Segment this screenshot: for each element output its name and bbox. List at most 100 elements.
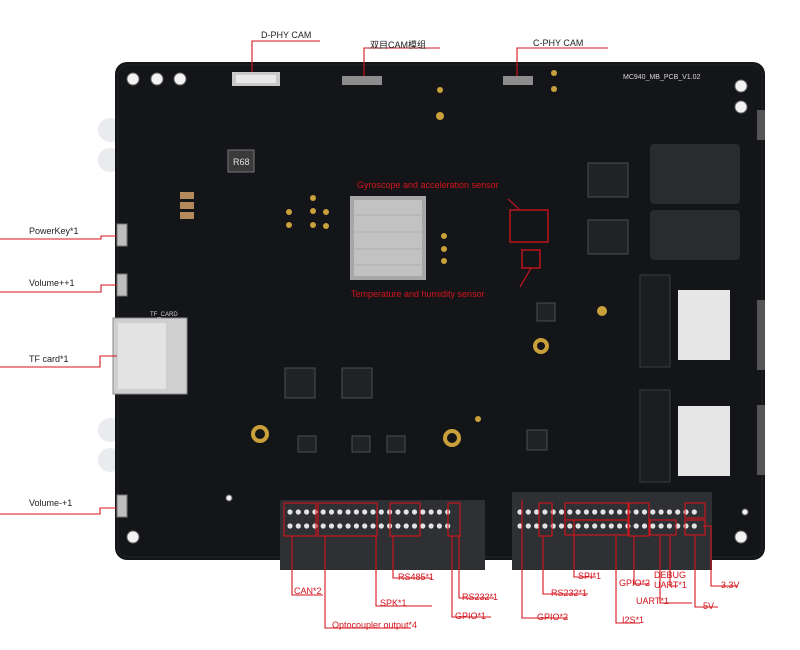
label-3v3: 3.3V (721, 580, 740, 590)
label-gpio2-b: GPIO*2 (619, 578, 651, 588)
header-pin (534, 509, 540, 515)
inductor-marking: R68 (233, 157, 250, 167)
header-pin (650, 523, 656, 529)
label-temp-sensor: Temperature and humidity sensor (351, 289, 485, 299)
header-pin (592, 523, 598, 529)
header-pin (600, 523, 606, 529)
header-pin (345, 523, 351, 529)
header-pin (428, 509, 434, 515)
header-pin (337, 523, 343, 529)
side-buttons (116, 223, 128, 518)
header-pin (411, 523, 418, 529)
header-pin (691, 509, 697, 515)
header-pin (411, 509, 418, 515)
header-pin (517, 509, 523, 515)
label-optocoupler: Optocoupler output*4 (332, 620, 418, 630)
header-pin (287, 509, 293, 515)
header-pin (575, 509, 581, 515)
label-spi: SPI*1 (578, 571, 602, 581)
header-pin (395, 523, 401, 529)
header-pin (583, 523, 590, 529)
label-i2s: I2S*1 (622, 615, 645, 625)
header-pin (395, 509, 401, 515)
header-pin (378, 523, 384, 529)
label-dual-cam: 双目CAM模组 (370, 40, 426, 50)
header-pin (328, 523, 335, 529)
header-pin (370, 509, 376, 515)
header-pin (617, 509, 623, 515)
header-pin (370, 523, 376, 529)
header-pin (403, 509, 409, 515)
large-rings (251, 338, 549, 447)
header-pin (650, 509, 656, 515)
header-pin (558, 523, 565, 529)
header-pin (295, 523, 301, 529)
header-pin (517, 523, 523, 529)
header-pin (592, 509, 598, 515)
header-pin (353, 509, 359, 515)
header-pin (567, 523, 573, 529)
label-5v: 5V (703, 601, 715, 611)
header-pin (345, 509, 351, 515)
header-pin (428, 523, 434, 529)
gold-pads (286, 70, 607, 422)
bottom-connector-right (512, 492, 712, 570)
mounting-holes (126, 72, 749, 544)
header-pin (362, 509, 368, 515)
header-pin (542, 509, 548, 515)
cphy-connector (503, 76, 533, 85)
header-pin (353, 523, 359, 529)
header-pin (617, 523, 623, 529)
callout-lines (0, 40, 738, 629)
label-volume-up: Volume++1 (29, 278, 75, 288)
right-connectors (639, 110, 765, 483)
board-name: MC940_MB_PCB_V1.02 (623, 74, 701, 81)
header-pin (378, 509, 384, 515)
ic-chips (284, 162, 629, 453)
header-pin (287, 523, 293, 529)
header-pin (608, 509, 614, 515)
label-cphy-cam: C-PHY CAM (533, 38, 584, 48)
inductor (227, 149, 255, 173)
dual-cam-connector (342, 76, 382, 85)
label-gpio1: GPIO*1 (455, 611, 487, 621)
header-pin (666, 509, 673, 515)
header-pin (633, 523, 639, 529)
header-pin (534, 523, 540, 529)
label-gyro-sensor: Gyroscope and acceleration sensor (357, 180, 499, 190)
header-pin (436, 509, 442, 515)
header-pin (542, 523, 548, 529)
header-pin (312, 509, 318, 515)
tf-card-silkscreen: TF_CARD (150, 312, 178, 318)
header-pin (420, 523, 426, 529)
header-pin (600, 509, 606, 515)
label-volume-down: Volume-+1 (29, 498, 73, 508)
header-pin (641, 509, 648, 515)
label-rs232-left: RS232*1 (462, 592, 499, 602)
header-pin (304, 523, 310, 529)
header-pin (683, 509, 689, 515)
label-uart: UART*1 (636, 596, 669, 606)
header-pin (525, 523, 531, 529)
header-pin (683, 523, 689, 529)
header-pin (304, 509, 310, 515)
header-pin (658, 509, 664, 515)
header-pin (320, 509, 326, 515)
label-dphy-cam: D-PHY CAM (261, 30, 312, 40)
header-pin (362, 523, 368, 529)
header-pin (312, 523, 318, 529)
label-can: CAN*2 (294, 586, 322, 596)
header-pin (525, 509, 531, 515)
header-pin (583, 509, 590, 515)
label-debug-uart: DEBUG UART*1 (654, 570, 687, 590)
capacitor-group (180, 192, 194, 219)
header-pins (287, 509, 697, 529)
header-pin (633, 509, 639, 515)
header-pin (658, 523, 664, 529)
header-pin (328, 509, 335, 515)
label-gpio2: GPIO*2 (537, 612, 569, 622)
header-pin (675, 509, 681, 515)
header-pin (666, 523, 673, 529)
label-spk: SPK*1 (380, 598, 407, 608)
